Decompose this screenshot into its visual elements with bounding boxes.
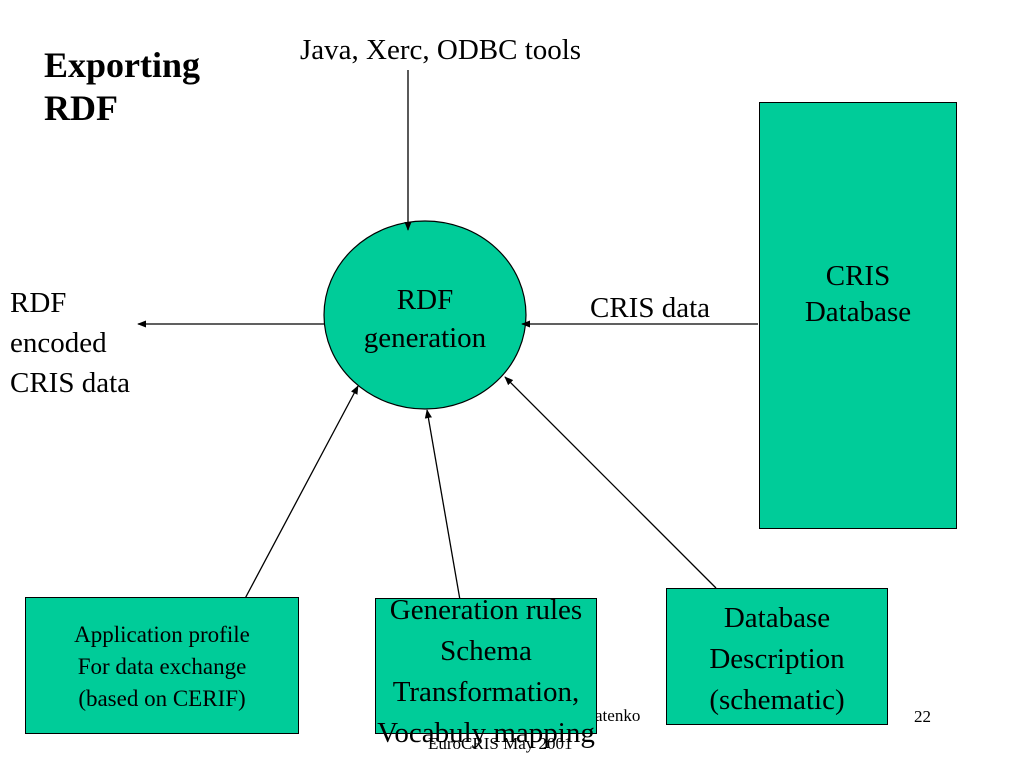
cris-data-label: CRIS data xyxy=(590,292,711,324)
slide-title: Exporting RDF xyxy=(44,45,201,128)
cris-database-label: CRIS Database xyxy=(804,260,912,328)
cris-database-box xyxy=(759,102,957,529)
page-number: 22 xyxy=(914,707,931,726)
generation-rules-box xyxy=(375,598,597,734)
description-arrow xyxy=(504,376,717,589)
rdf-generation-node xyxy=(323,220,527,410)
generation-rules-label: Generation rules Schema Transformation, … xyxy=(377,594,595,749)
profile-arrow xyxy=(239,385,359,609)
rdf-generation-label: RDF generation xyxy=(363,284,487,354)
footer-event: EuroCRIS May 2001 xyxy=(428,734,573,753)
application-profile-box xyxy=(25,597,299,734)
output-label: RDF encoded CRIS data xyxy=(10,287,131,399)
tools-label: Java, Xerc, ODBC tools xyxy=(300,34,582,66)
footer-author: atenko xyxy=(595,706,641,725)
rules-arrow xyxy=(424,409,461,601)
database-description-box xyxy=(666,588,888,725)
database-description-label: Database Description (schematic) xyxy=(709,602,845,716)
application-profile-label: Application profile For data exchange (b… xyxy=(74,622,250,711)
